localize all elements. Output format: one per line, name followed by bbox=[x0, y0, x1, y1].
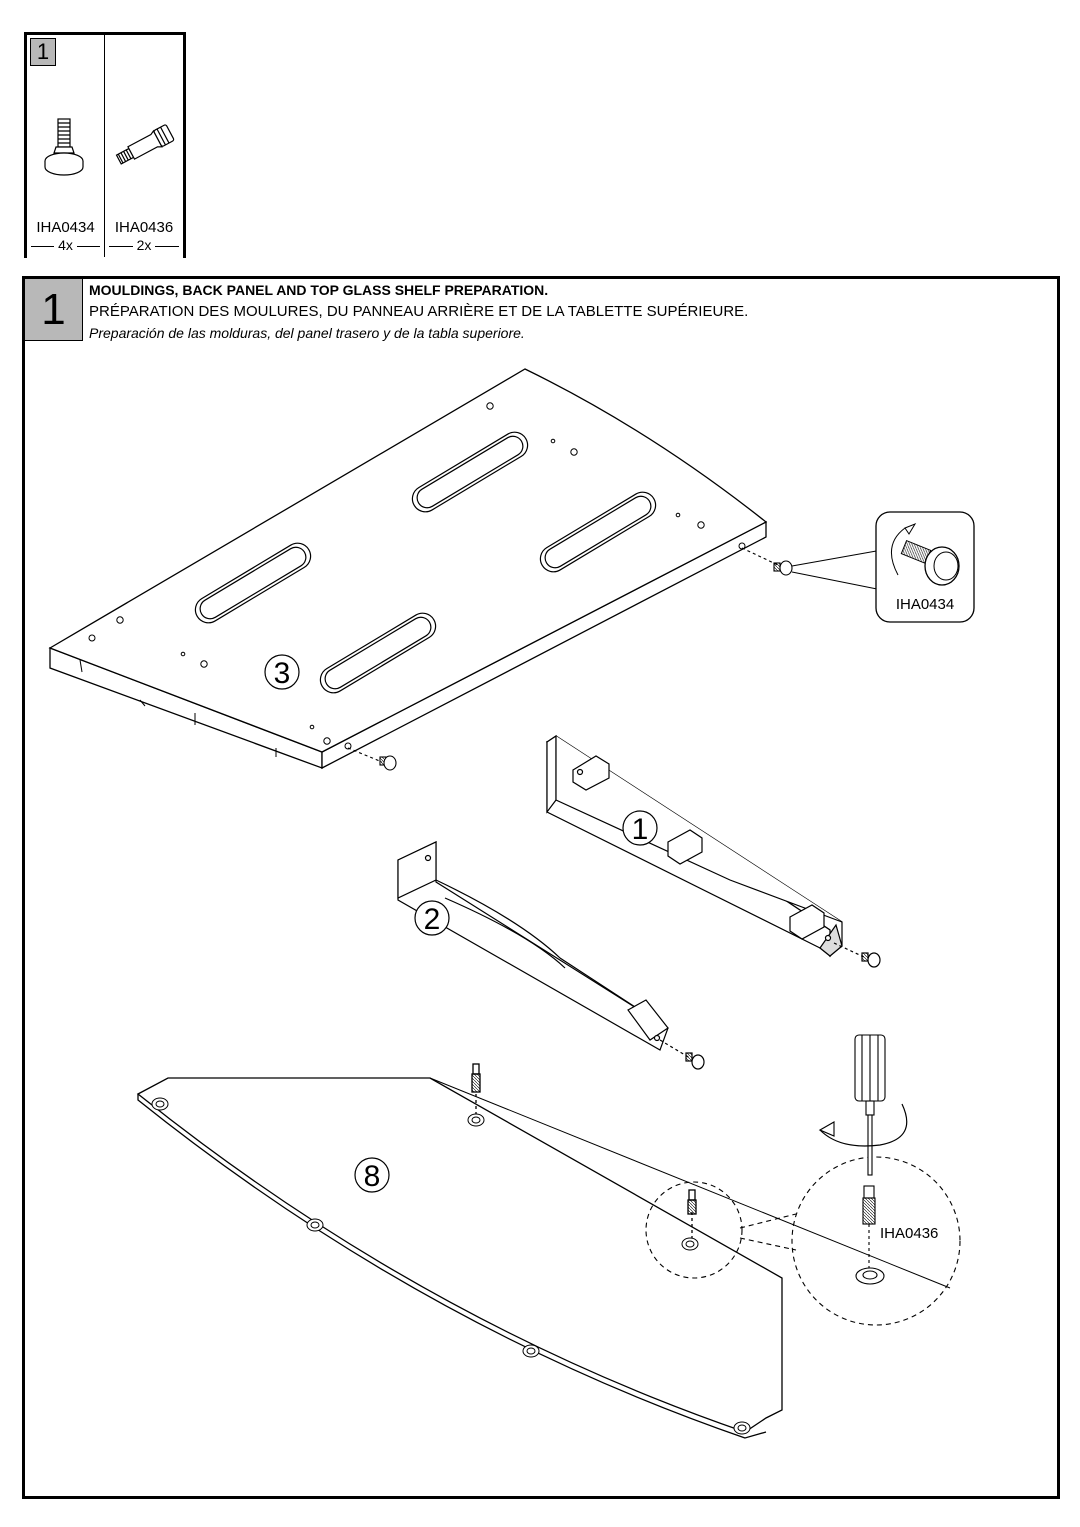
hardware-qty-value: 4x bbox=[54, 237, 77, 253]
hardware-item-iha0436: IHA0436 2x bbox=[105, 35, 183, 257]
hardware-item-iha0434: IHA0434 4x bbox=[27, 35, 104, 257]
hardware-qty-value: 2x bbox=[132, 237, 156, 253]
part-label-moulding-right: 1 bbox=[622, 810, 658, 846]
step-number-badge: 1 bbox=[25, 279, 83, 341]
hardware-qty: 4x bbox=[27, 237, 104, 253]
back-panel bbox=[48, 368, 768, 770]
part-label-moulding-left: 2 bbox=[414, 900, 450, 936]
step-title-english: MOULDINGS, BACK PANEL AND TOP GLASS SHEL… bbox=[89, 282, 549, 298]
moulding-right bbox=[545, 734, 881, 968]
part-label-glass-shelf: 8 bbox=[354, 1157, 390, 1193]
cam-bolt-icon bbox=[44, 118, 84, 176]
callout-iha0434: IHA0434 bbox=[791, 511, 975, 623]
callout-code-bottom: IHA0436 bbox=[880, 1225, 938, 1242]
part-number-panel: 3 bbox=[274, 657, 291, 690]
part-number-glass-shelf: 8 bbox=[364, 1160, 381, 1193]
part-number-moulding-right: 1 bbox=[632, 813, 649, 846]
hardware-step-badge: 1 bbox=[30, 38, 56, 66]
detail-callout-iha0436: IHA0436 bbox=[645, 1034, 961, 1326]
step-frame: 1 MOULDINGS, BACK PANEL AND TOP GLASS SH… bbox=[22, 276, 1060, 1499]
step-title-french: PRÉPARATION DES MOULURES, DU PANNEAU ARR… bbox=[89, 303, 749, 320]
callout-code-top: IHA0434 bbox=[896, 596, 954, 613]
hardware-code: IHA0436 bbox=[114, 219, 174, 236]
moulding-left bbox=[397, 841, 705, 1070]
part-number-labels: 3 1 2 8 bbox=[264, 654, 658, 1193]
dowel-screw-icon bbox=[115, 124, 175, 165]
hardware-code: IHA0434 bbox=[36, 219, 95, 236]
panel-cam-bolts bbox=[347, 547, 793, 771]
part-label-panel: 3 bbox=[264, 654, 300, 690]
part-number-moulding-left: 2 bbox=[424, 903, 441, 936]
hardware-qty: 2x bbox=[105, 237, 183, 253]
hardware-divider bbox=[104, 35, 105, 257]
step-title-spanish: Preparación de las molduras, del panel t… bbox=[89, 325, 525, 341]
glass-shelf bbox=[136, 1063, 951, 1439]
hardware-box: 1 IHA0434 4x IHA0436 2x bbox=[24, 32, 186, 258]
